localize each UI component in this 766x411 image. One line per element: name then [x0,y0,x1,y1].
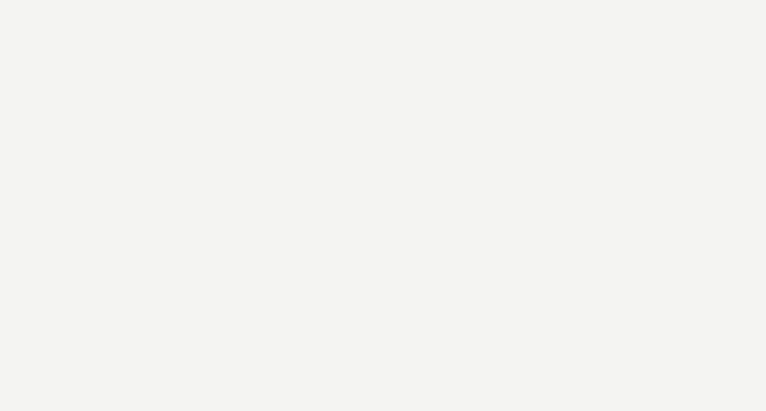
oauth-abstract-protocol-flow-diagram [0,0,766,411]
